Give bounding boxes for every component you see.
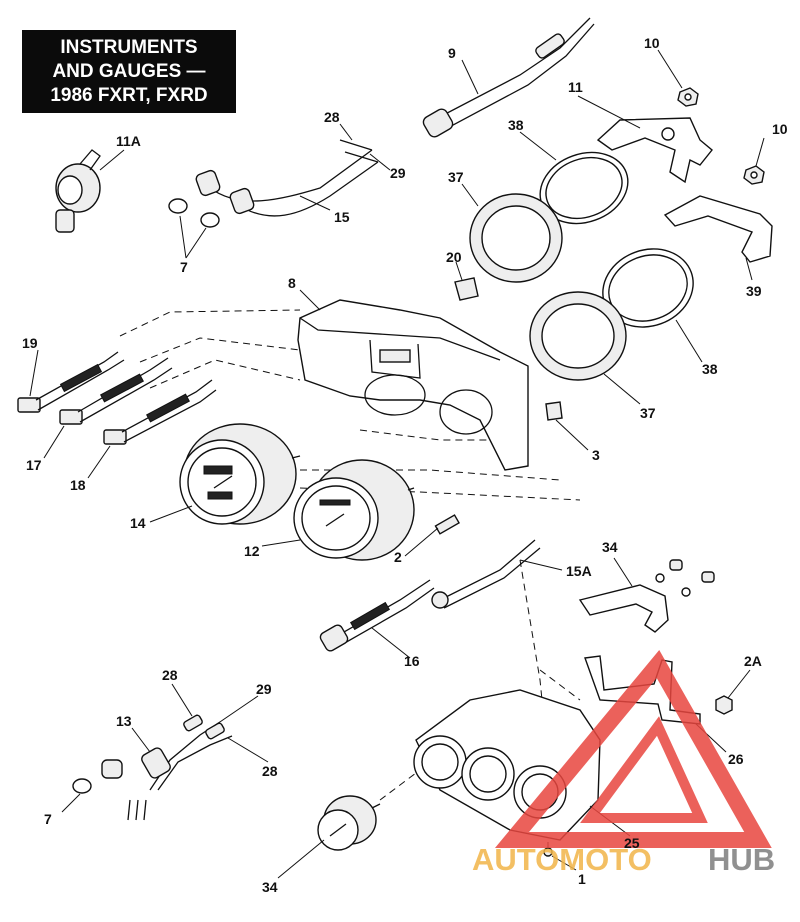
callout-25: 25: [624, 835, 640, 851]
part-11-bracket: [596, 117, 713, 184]
part-25-lower-housing: [413, 689, 601, 841]
part-16-harness: [319, 579, 435, 652]
callout-28-mid: 28: [162, 667, 178, 683]
part-7-bulbs-top: [168, 198, 220, 228]
callout-28-low: 28: [262, 763, 278, 779]
leader-lines: [29, 49, 765, 879]
callout-15: 15: [334, 209, 350, 225]
part-13-harness: [101, 714, 233, 821]
callout-29-top: 29: [390, 165, 406, 181]
part-18-indicator-lamp: [103, 379, 217, 445]
callout-34-lower: 34: [262, 879, 278, 895]
part-15-lamp-harness: [195, 139, 379, 217]
callout-20: 20: [446, 249, 462, 265]
title-line-2: AND GAUGES —: [52, 60, 206, 82]
callout-29-mid: 29: [256, 681, 272, 697]
callout-7-top: 7: [180, 259, 188, 275]
diagram-title-box: INSTRUMENTS AND GAUGES — 1986 FXRT, FXRD: [22, 30, 236, 113]
part-39-bracket: [663, 195, 773, 263]
callout-13: 13: [116, 713, 132, 729]
part-20-clip: [454, 277, 479, 301]
part-3-clip: [545, 401, 563, 421]
watermark-text-hub: HUB: [708, 842, 775, 877]
callout-2: 2: [394, 549, 402, 565]
callout-11: 11: [568, 79, 583, 95]
callout-9: 9: [448, 45, 456, 61]
callout-18: 18: [70, 477, 86, 493]
callout-37-lower: 37: [640, 405, 656, 421]
title-line-3: 1986 FXRT, FXRD: [50, 84, 208, 106]
callout-28-top: 28: [324, 109, 340, 125]
part-34-bracket-upper: [578, 559, 715, 633]
part-14-speedometer: [179, 423, 301, 525]
callout-38-upper: 38: [508, 117, 524, 133]
callout-39: 39: [746, 283, 762, 299]
automotohub-watermark: AUTOMOTO HUB: [472, 649, 775, 877]
watermark-text-automoto: AUTOMOTO: [472, 842, 652, 877]
part-9-speedo-cable: [422, 17, 595, 138]
part-2-screw: [434, 514, 460, 535]
part-12-tachometer: [293, 459, 415, 561]
part-34-gauge: [317, 795, 381, 851]
part-10-nut-top: [677, 87, 699, 107]
callout-10-top: 10: [644, 35, 660, 51]
callout-8: 8: [288, 275, 296, 291]
part-2a-nut: [715, 695, 733, 715]
part-15a-cable: [431, 539, 541, 609]
callout-2a: 2A: [744, 653, 762, 669]
part-8-instrument-housing: [297, 299, 529, 471]
callout-16: 16: [404, 653, 420, 669]
callout-11a: 11A: [116, 133, 141, 149]
callout-10-right: 10: [772, 121, 788, 137]
part-19-indicator-lamp: [17, 351, 125, 413]
part-17-indicator-lamp: [59, 357, 173, 425]
callout-15a: 15A: [566, 563, 592, 579]
callout-12: 12: [244, 543, 260, 559]
callout-19: 19: [22, 335, 38, 351]
part-7-bulb-lower: [72, 778, 92, 794]
callout-7-lower: 7: [44, 811, 52, 827]
callout-34-upper: 34: [602, 539, 618, 555]
callout-26: 26: [728, 751, 744, 767]
part-37-bezel-lower: [529, 291, 627, 381]
callout-37-upper: 37: [448, 169, 464, 185]
callout-3: 3: [592, 447, 600, 463]
callout-labels: 9 10 11 10 11A 28 29 15 7 38 37 20 8 39 …: [22, 35, 788, 895]
part-37-bezel-upper: [469, 193, 563, 283]
part-10-nut-right: [743, 165, 765, 185]
callout-1: 1: [578, 871, 586, 887]
callout-17: 17: [26, 457, 42, 473]
callout-38-lower: 38: [702, 361, 718, 377]
callout-14: 14: [130, 515, 146, 531]
part-11a-drive-sensor: [55, 149, 101, 233]
title-line-1: INSTRUMENTS: [60, 36, 198, 58]
